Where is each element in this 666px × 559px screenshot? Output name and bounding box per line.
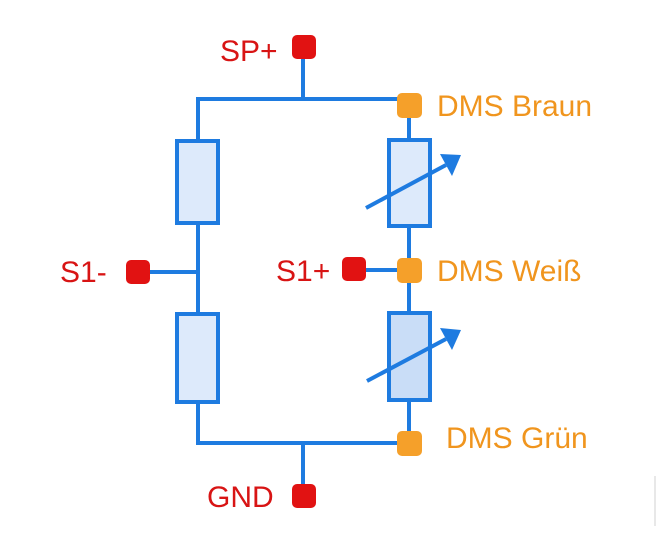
- terminal-pad-s1-plus: [342, 257, 366, 281]
- terminal-pad-gnd: [292, 484, 316, 508]
- bridge-wires: [138, 48, 411, 494]
- fixed-resistor-top: [175, 139, 220, 225]
- gauge-pad-weiss: [397, 258, 422, 283]
- variable-arrow-icon: [365, 154, 461, 210]
- label-dms-braun: DMS Braun: [437, 90, 592, 123]
- label-dms-weiss: DMS Weiß: [437, 255, 581, 288]
- label-sp-plus: SP+: [220, 35, 278, 68]
- terminal-pad-sp-plus: [292, 35, 316, 59]
- fixed-resistor-bottom: [175, 312, 220, 404]
- label-s1-plus: S1+: [276, 255, 330, 288]
- label-dms-gruen: DMS Grün: [446, 422, 588, 455]
- label-gnd: GND: [207, 481, 274, 514]
- gauge-pad-gruen: [397, 431, 422, 456]
- terminal-pad-s1-minus: [126, 260, 150, 284]
- gauge-pad-braun: [397, 93, 422, 118]
- variable-arrow-icon: [366, 328, 461, 383]
- label-s1-minus: S1-: [60, 256, 107, 289]
